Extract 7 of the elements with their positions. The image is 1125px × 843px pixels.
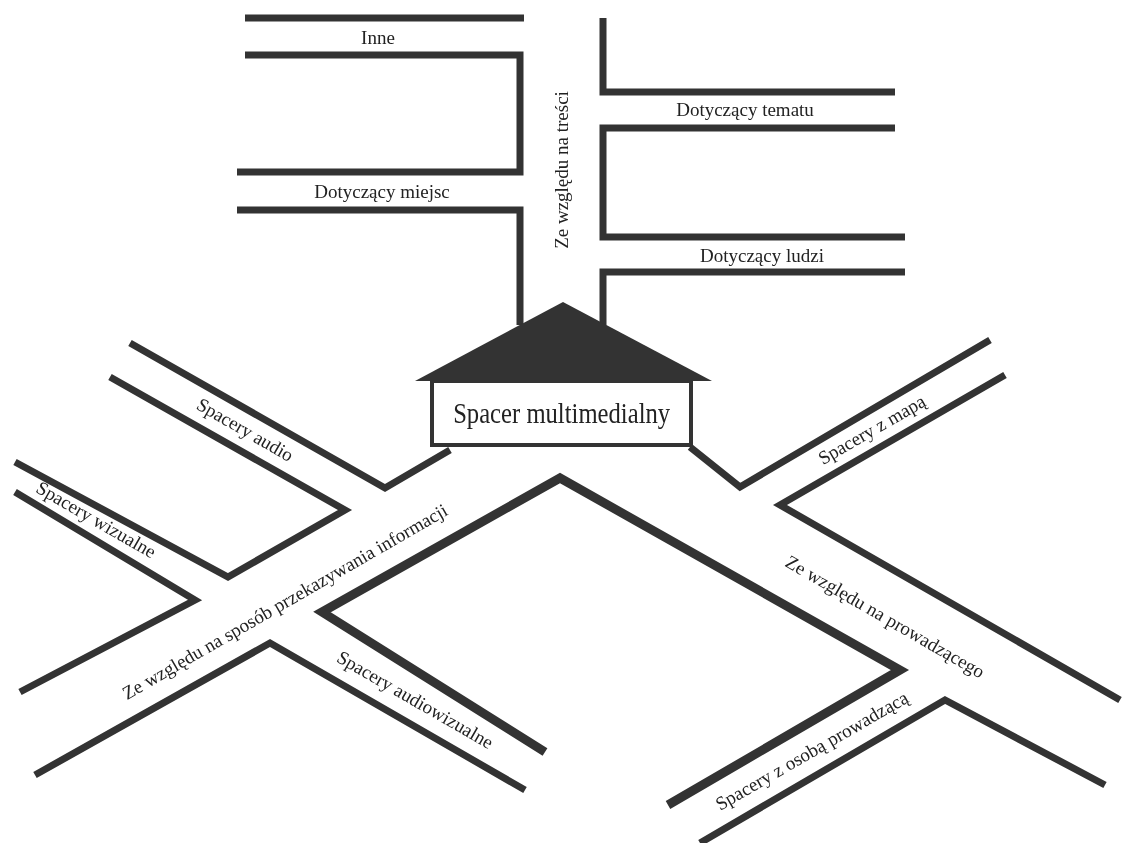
house-title: Spacer multimedialny bbox=[453, 396, 670, 430]
street-name: Dotyczący ludzi bbox=[700, 245, 824, 267]
street-name: Ze względu na treści bbox=[551, 91, 573, 249]
house-box bbox=[430, 379, 693, 447]
street-name: Inne bbox=[361, 27, 395, 49]
street-name: Dotyczący tematu bbox=[676, 99, 814, 121]
street-name: Dotyczący miejsc bbox=[314, 181, 450, 203]
